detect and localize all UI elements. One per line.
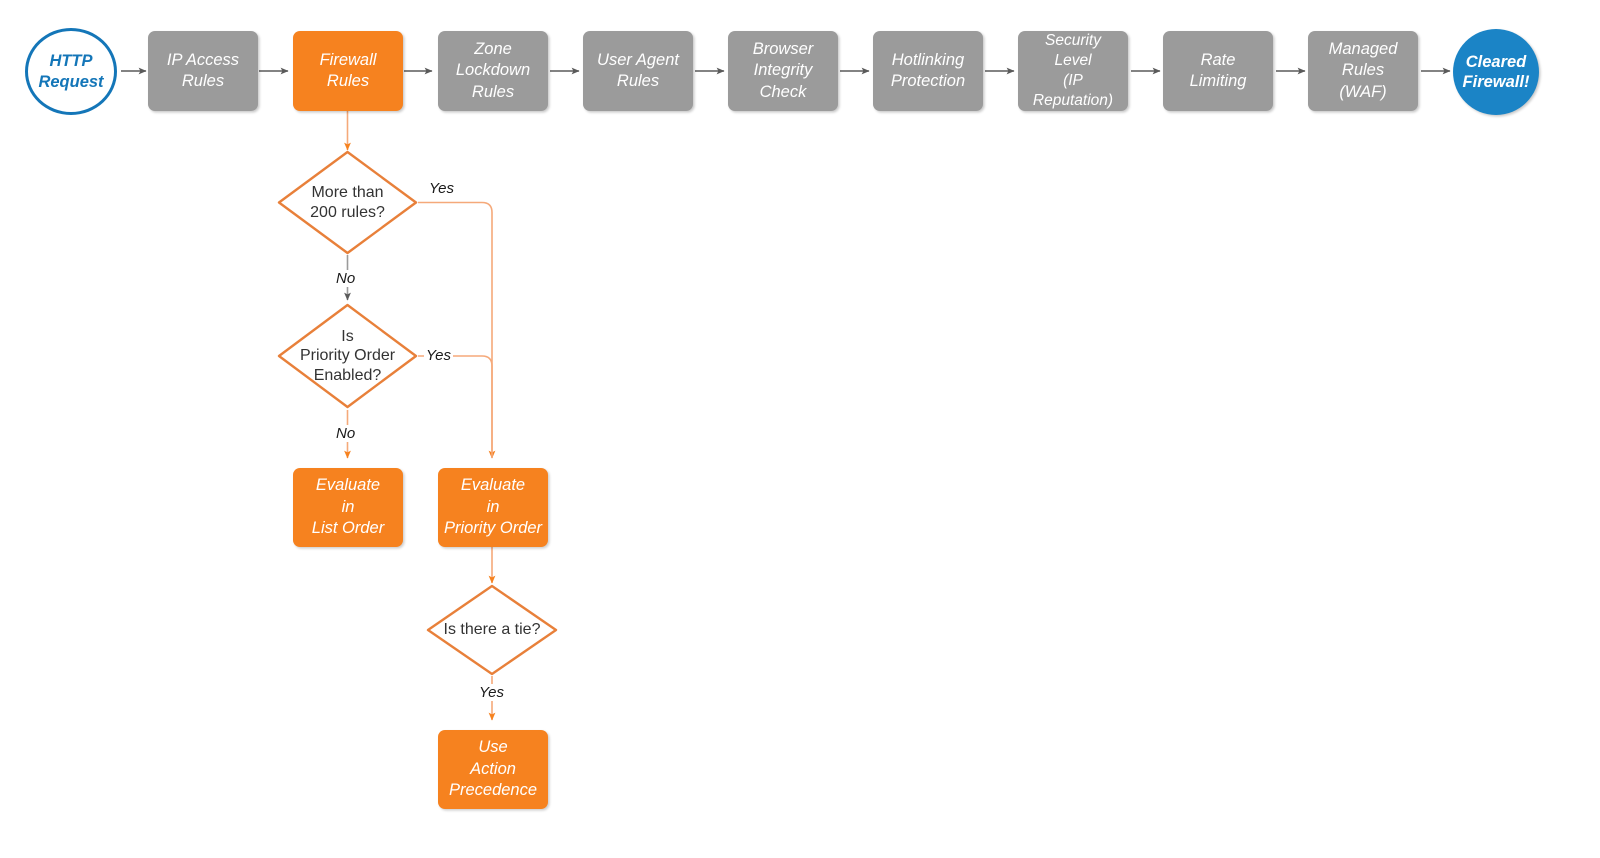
edge-label-tie-yes: Yes [477, 684, 507, 701]
node-managed-rules-waf[interactable]: Managed Rules (WAF) [1308, 31, 1418, 111]
decision-is-priority-order-enabled-label: Is Priority Order Enabled? [299, 327, 396, 384]
node-zone-lockdown-rules[interactable]: Zone Lockdown Rules [438, 31, 548, 111]
node-zone-lockdown-rules-label: Zone Lockdown Rules [455, 40, 531, 101]
decision-is-there-a-tie[interactable]: Is there a tie? [426, 584, 558, 676]
decision-more-than-200-rules[interactable]: More than 200 rules? [277, 150, 418, 255]
node-hotlinking-protection-label: Hotlinking Protection [890, 50, 966, 90]
node-firewall-rules-label: Firewall Rules [319, 50, 377, 90]
node-http-request-label: HTTP Request [38, 52, 104, 91]
node-security-level-label: Security Level (IP Reputation) [1032, 32, 1114, 109]
diamond-shape-more-than-200-rules [277, 150, 418, 255]
node-rate-limiting[interactable]: Rate Limiting [1163, 31, 1273, 111]
node-security-level[interactable]: Security Level (IP Reputation) [1018, 31, 1128, 111]
node-firewall-rules[interactable]: Firewall Rules [293, 31, 403, 111]
node-user-agent-rules-label: User Agent Rules [597, 50, 679, 90]
decision-is-priority-order-enabled[interactable]: Is Priority Order Enabled? [277, 303, 418, 409]
edge-more-than-200-yes [418, 201, 496, 459]
decision-more-than-200-rules-label: More than 200 rules? [310, 183, 385, 221]
node-rate-limiting-label: Rate Limiting [1189, 50, 1247, 90]
diamond-shape-is-there-a-tie [426, 584, 558, 676]
node-browser-integrity-check[interactable]: Browser Integrity Check [728, 31, 838, 111]
node-hotlinking-protection[interactable]: Hotlinking Protection [873, 31, 983, 111]
node-use-action-precedence-label: Use Action Precedence [448, 738, 538, 800]
decision-is-there-a-tie-label: Is there a tie? [443, 621, 541, 639]
node-browser-integrity-check-label: Browser Integrity Check [752, 40, 814, 101]
edge-label-priority-order-no: No [334, 425, 358, 442]
edge-label-priority-order-yes: Yes [424, 347, 454, 364]
node-use-action-precedence[interactable]: Use Action Precedence [438, 730, 548, 809]
edge-label-more-than-200-yes: Yes [427, 180, 457, 197]
node-cleared-firewall-label: Cleared Firewall! [1462, 52, 1530, 91]
node-http-request[interactable]: HTTP Request [25, 28, 117, 115]
edge-label-more-than-200-no: No [334, 270, 358, 287]
node-evaluate-in-list-order-label: Evaluate in List Order [311, 476, 385, 538]
node-evaluate-in-list-order[interactable]: Evaluate in List Order [293, 468, 403, 547]
node-evaluate-in-priority-order-label: Evaluate in Priority Order [443, 476, 543, 538]
node-cleared-firewall[interactable]: Cleared Firewall! [1453, 29, 1539, 115]
node-managed-rules-waf-label: Managed Rules (WAF) [1328, 40, 1398, 101]
node-ip-access-rules[interactable]: IP Access Rules [148, 31, 258, 111]
edge-priority-order-yes [418, 355, 493, 458]
node-user-agent-rules[interactable]: User Agent Rules [583, 31, 693, 111]
diamond-shape-is-priority-order-enabled [277, 303, 418, 409]
node-ip-access-rules-label: IP Access Rules [166, 50, 240, 90]
node-evaluate-in-priority-order[interactable]: Evaluate in Priority Order [438, 468, 548, 547]
